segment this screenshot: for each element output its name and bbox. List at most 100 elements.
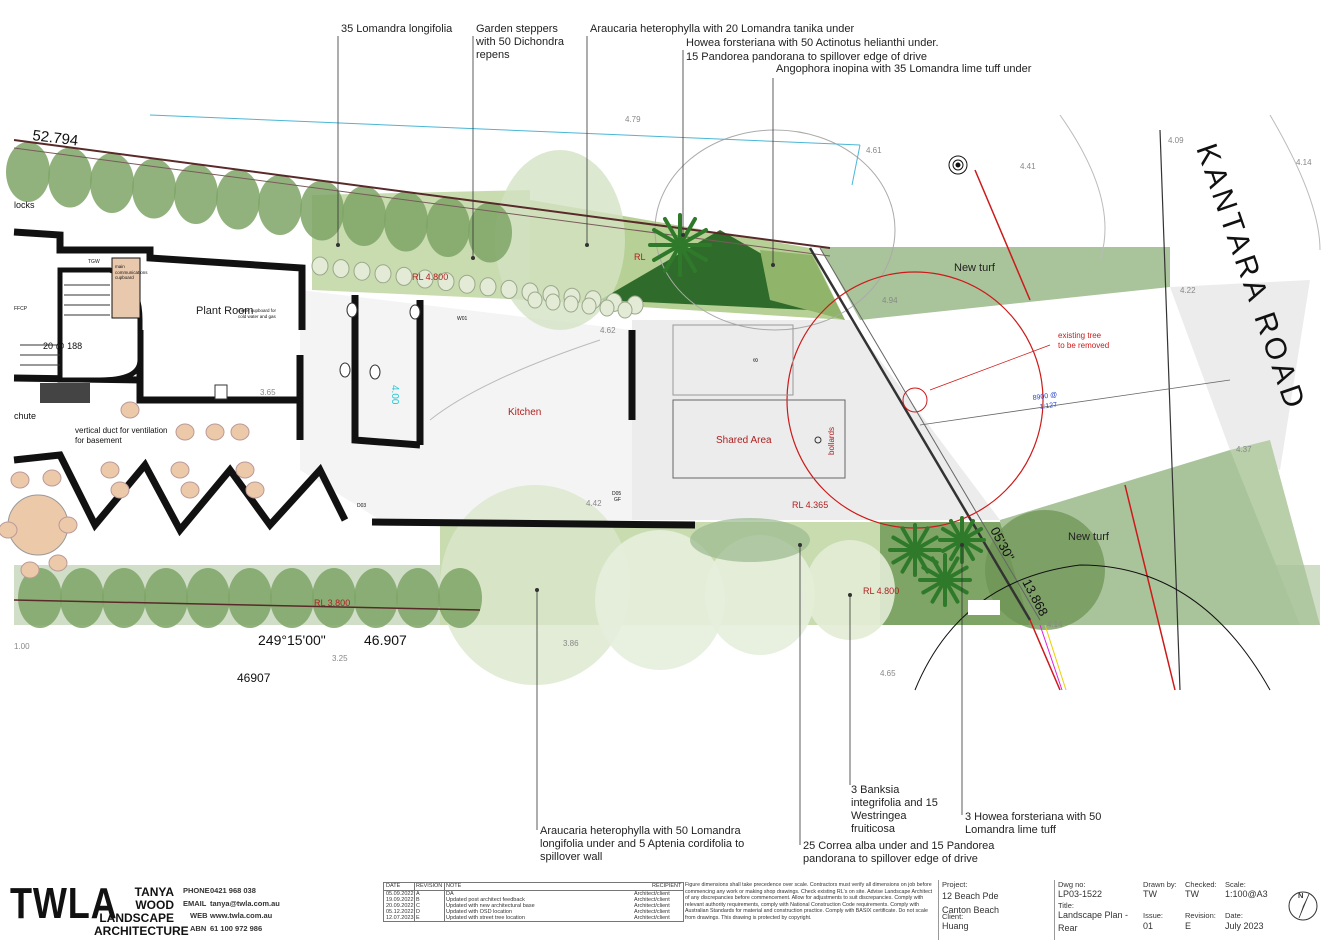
red-line-2 — [1124, 484, 1176, 691]
stepper — [395, 266, 413, 286]
spot-386: 3.86 — [563, 639, 579, 648]
hedge-row-top — [6, 142, 512, 263]
dwg-label: Dwg no: — [1058, 880, 1086, 889]
hedge-shrub — [426, 197, 470, 257]
hedge-shrub — [228, 568, 272, 628]
scale: 1:100@A3 — [1225, 889, 1268, 899]
palm-frond — [678, 228, 708, 247]
chair — [100, 461, 120, 479]
contour-1 — [1059, 114, 1106, 261]
spot-442: 4.42 — [586, 499, 602, 508]
label-duct: vertical duct for ventilation for baseme… — [75, 426, 168, 445]
client-label: Client: — [942, 912, 964, 921]
label-garden-steppers: Garden steppers with 50 Dichondra repens — [476, 23, 565, 61]
lomandra-clump — [545, 293, 561, 311]
spot-414: 4.14 — [1296, 158, 1312, 167]
phone: 0421 968 038 — [210, 886, 256, 895]
hedge-row-bottom — [18, 568, 482, 628]
palm-frond — [943, 578, 969, 595]
hedge-shrub — [396, 568, 440, 628]
spot-441: 4.41 — [1020, 162, 1036, 171]
palm-frond — [913, 526, 930, 552]
phone-label: PHONE — [183, 886, 210, 895]
web-label: WEB — [190, 911, 208, 920]
revision-date: 12.07.2023 — [386, 915, 414, 921]
palm-icon — [648, 213, 712, 277]
spot-409: 4.09 — [1168, 136, 1184, 145]
chair — [170, 461, 190, 479]
palm-frond — [960, 527, 984, 542]
chair — [10, 471, 30, 489]
spot-414b: 4.14 — [1047, 620, 1063, 629]
label-pandorea-spillover: 15 Pandorea pandorana to spillover edge … — [686, 51, 927, 63]
existing-tree-leader — [929, 344, 1051, 391]
stepper — [311, 256, 329, 276]
rev-header-recipient: RECIPIENT — [652, 883, 682, 889]
revision-code: D — [416, 909, 420, 915]
rev-header-date: DATE — [386, 883, 401, 889]
palm-frond — [921, 565, 947, 582]
revision-note: Updated with street tree location — [446, 915, 525, 921]
label-chute: chute — [14, 411, 37, 421]
palm-frond — [943, 556, 960, 582]
hedge-shrub — [60, 568, 104, 628]
dwg-number: LP03-1522 — [1058, 889, 1103, 899]
label-stair: 20 @ 188 — [43, 341, 83, 351]
label-comms: main communications cupboard — [115, 264, 148, 280]
title-block: TWLA TANYA WOOD LANDSCAPE ARCHITECTURE P… — [0, 876, 1340, 946]
revision-recipient: Architect/client — [634, 891, 670, 897]
label-lot: 46907 — [237, 671, 271, 685]
lomandra-clump — [527, 291, 543, 309]
red-line-1 — [974, 169, 1031, 301]
existing-tree-trunk — [902, 387, 928, 413]
hedge-shrub — [102, 568, 146, 628]
hedge-shrub — [144, 568, 188, 628]
revision-code: A — [416, 891, 420, 897]
bollard-marker — [814, 436, 822, 444]
hedge-shrub — [342, 186, 386, 246]
turf-top — [820, 247, 1170, 320]
turf-road-top — [1170, 280, 1310, 470]
spot-462: 4.62 — [600, 326, 616, 335]
palm-frond — [678, 243, 708, 262]
road-boundary — [1159, 129, 1181, 691]
palms — [648, 213, 986, 607]
lomandra-clump — [581, 297, 597, 315]
hedge-shrub — [312, 568, 356, 628]
email-label: EMAIL — [183, 899, 207, 908]
hedge-shrub — [6, 142, 50, 202]
tag-d02: D02 — [49, 454, 59, 460]
chair — [205, 423, 225, 441]
north-label: N — [1298, 891, 1304, 900]
stepper — [479, 277, 497, 297]
revision-note: Updated with OSD location — [446, 909, 513, 915]
label-banksia: 3 Banksia integrifolia and 15 Westringea… — [851, 784, 938, 835]
drawing-title: Landscape Plan - Rear — [1058, 910, 1129, 933]
leader-dots — [336, 233, 964, 597]
bearing-top: 52.794 — [32, 127, 80, 149]
yellow-line — [1044, 624, 1067, 691]
company-name: TANYA WOOD LANDSCAPE ARCHITECTURE — [94, 885, 189, 938]
hedge-shrub — [186, 568, 230, 628]
revision-recipient: Architect/client — [634, 903, 670, 909]
contour-3 — [429, 339, 601, 421]
label-rl-partial: RL — [634, 252, 646, 262]
spot-325: 3.25 — [332, 654, 348, 663]
driveway-edge — [808, 247, 1032, 621]
lomandra-clump — [563, 295, 579, 313]
boundary-blue-v — [851, 144, 861, 186]
label-tgw: TGW — [88, 259, 100, 265]
label-howea-actinotus: Howea forsteriana with 50 Actinotus heli… — [686, 37, 939, 49]
revision-recipient: Architect/client — [634, 915, 670, 921]
hedge-shrub — [18, 568, 62, 628]
garden-steppers — [311, 256, 644, 319]
palm-icon — [938, 516, 986, 564]
project-label: Project: — [942, 880, 968, 889]
palm-frond — [943, 578, 960, 604]
abn: 61 100 972 986 — [210, 924, 263, 933]
shared-area-box — [672, 399, 846, 479]
palm-frond — [663, 217, 682, 247]
label-existing-tree: existing tree to be removed — [1058, 331, 1110, 350]
